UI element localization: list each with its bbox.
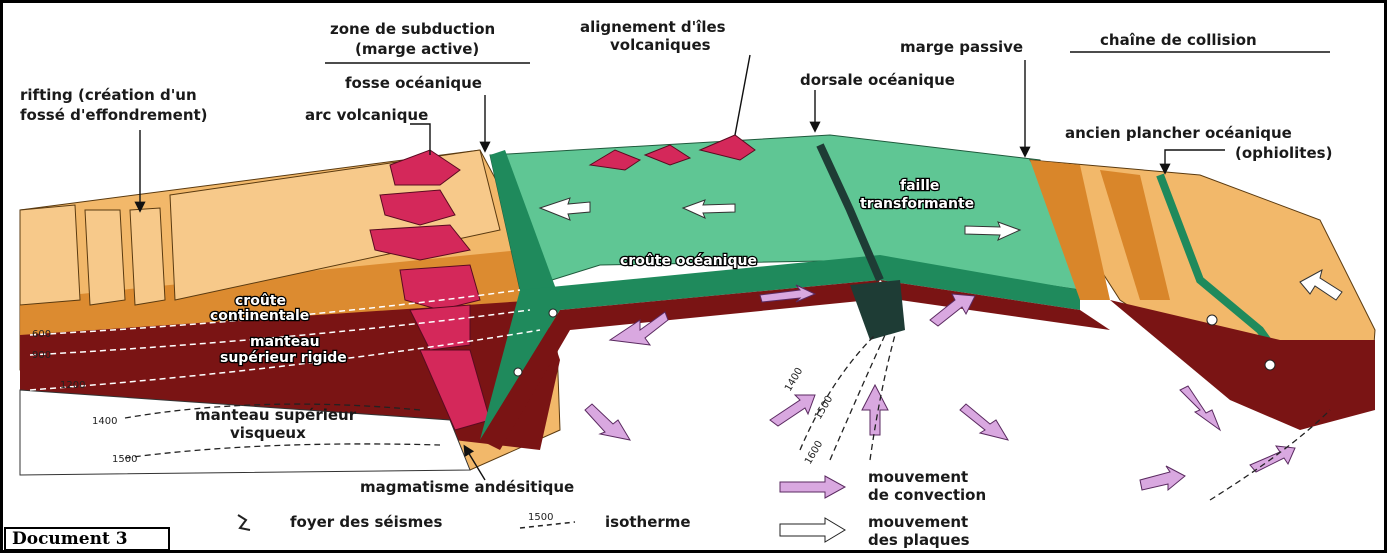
legend-foyer: foyer des séismes bbox=[290, 513, 442, 531]
arc-label: arc volcanique bbox=[305, 106, 428, 124]
manteau-visqueux-label-1: manteau supérieur bbox=[195, 406, 357, 424]
isotherm-1400-left: 1400 bbox=[92, 416, 117, 427]
croute-continentale-label-1: croûte bbox=[235, 293, 286, 309]
isotherm-1500-left: 1500 bbox=[112, 454, 137, 465]
earthquake-focus-icon bbox=[238, 515, 250, 530]
legend-convection-2: de convection bbox=[868, 486, 986, 504]
isotherm-1200: 1200 bbox=[60, 380, 85, 391]
manteau-rigide-label-2: supérieur rigide bbox=[220, 350, 347, 366]
manteau-visqueux-label-2: visqueux bbox=[230, 424, 306, 442]
croute-continentale-label-2: continentale bbox=[210, 308, 309, 324]
iles-label-1: alignement d'îles bbox=[580, 18, 726, 36]
subduction-label-1: zone de subduction bbox=[330, 20, 495, 38]
collision-belt bbox=[1030, 160, 1375, 430]
legend-isotherme: isotherme bbox=[605, 513, 691, 531]
iles-label-2: volcaniques bbox=[610, 36, 711, 54]
faille-label-1: faille bbox=[900, 178, 939, 194]
manteau-rigide-label-1: manteau bbox=[250, 334, 320, 350]
isotherm-1600-ridge: 1600 bbox=[803, 439, 825, 467]
collision-label: chaîne de collision bbox=[1100, 31, 1257, 49]
fosse-label: fosse océanique bbox=[345, 74, 482, 92]
marge-passive-label: marge passive bbox=[900, 38, 1023, 56]
ophiolites-label-2: (ophiolites) bbox=[1235, 144, 1332, 162]
isotherm-1500-ridge: 1500 bbox=[813, 394, 835, 422]
legend-plaques-1: mouvement bbox=[868, 513, 968, 531]
subduction-label-2: (marge active) bbox=[355, 40, 479, 58]
legend-convection-1: mouvement bbox=[868, 468, 968, 486]
magmatisme-label: magmatisme andésitique bbox=[360, 478, 574, 496]
ophiolites-label-1: ancien plancher océanique bbox=[1065, 124, 1292, 142]
dorsale-label: dorsale océanique bbox=[800, 71, 955, 89]
rifting-label-2: fossé d'effondrement) bbox=[20, 106, 208, 124]
convection-arrow-icon bbox=[780, 476, 845, 498]
plate-arrow-icon bbox=[780, 518, 845, 542]
isotherm-600: 600 bbox=[32, 329, 51, 340]
legend: foyer des séismes 1500 isotherme mouveme… bbox=[238, 468, 986, 549]
legend-plaques-2: des plaques bbox=[868, 531, 970, 549]
croute-oceanique-label: croûte océanique bbox=[620, 253, 757, 269]
isotherm-900: 900 bbox=[32, 350, 51, 361]
rifting-label-1: rifting (création d'un bbox=[20, 86, 197, 104]
document-label: Document 3 bbox=[4, 527, 170, 551]
faille-label-2: transformante bbox=[860, 196, 974, 212]
legend-isotherme-value: 1500 bbox=[528, 512, 553, 523]
isotherm-1400-ridge: 1400 bbox=[783, 366, 805, 394]
